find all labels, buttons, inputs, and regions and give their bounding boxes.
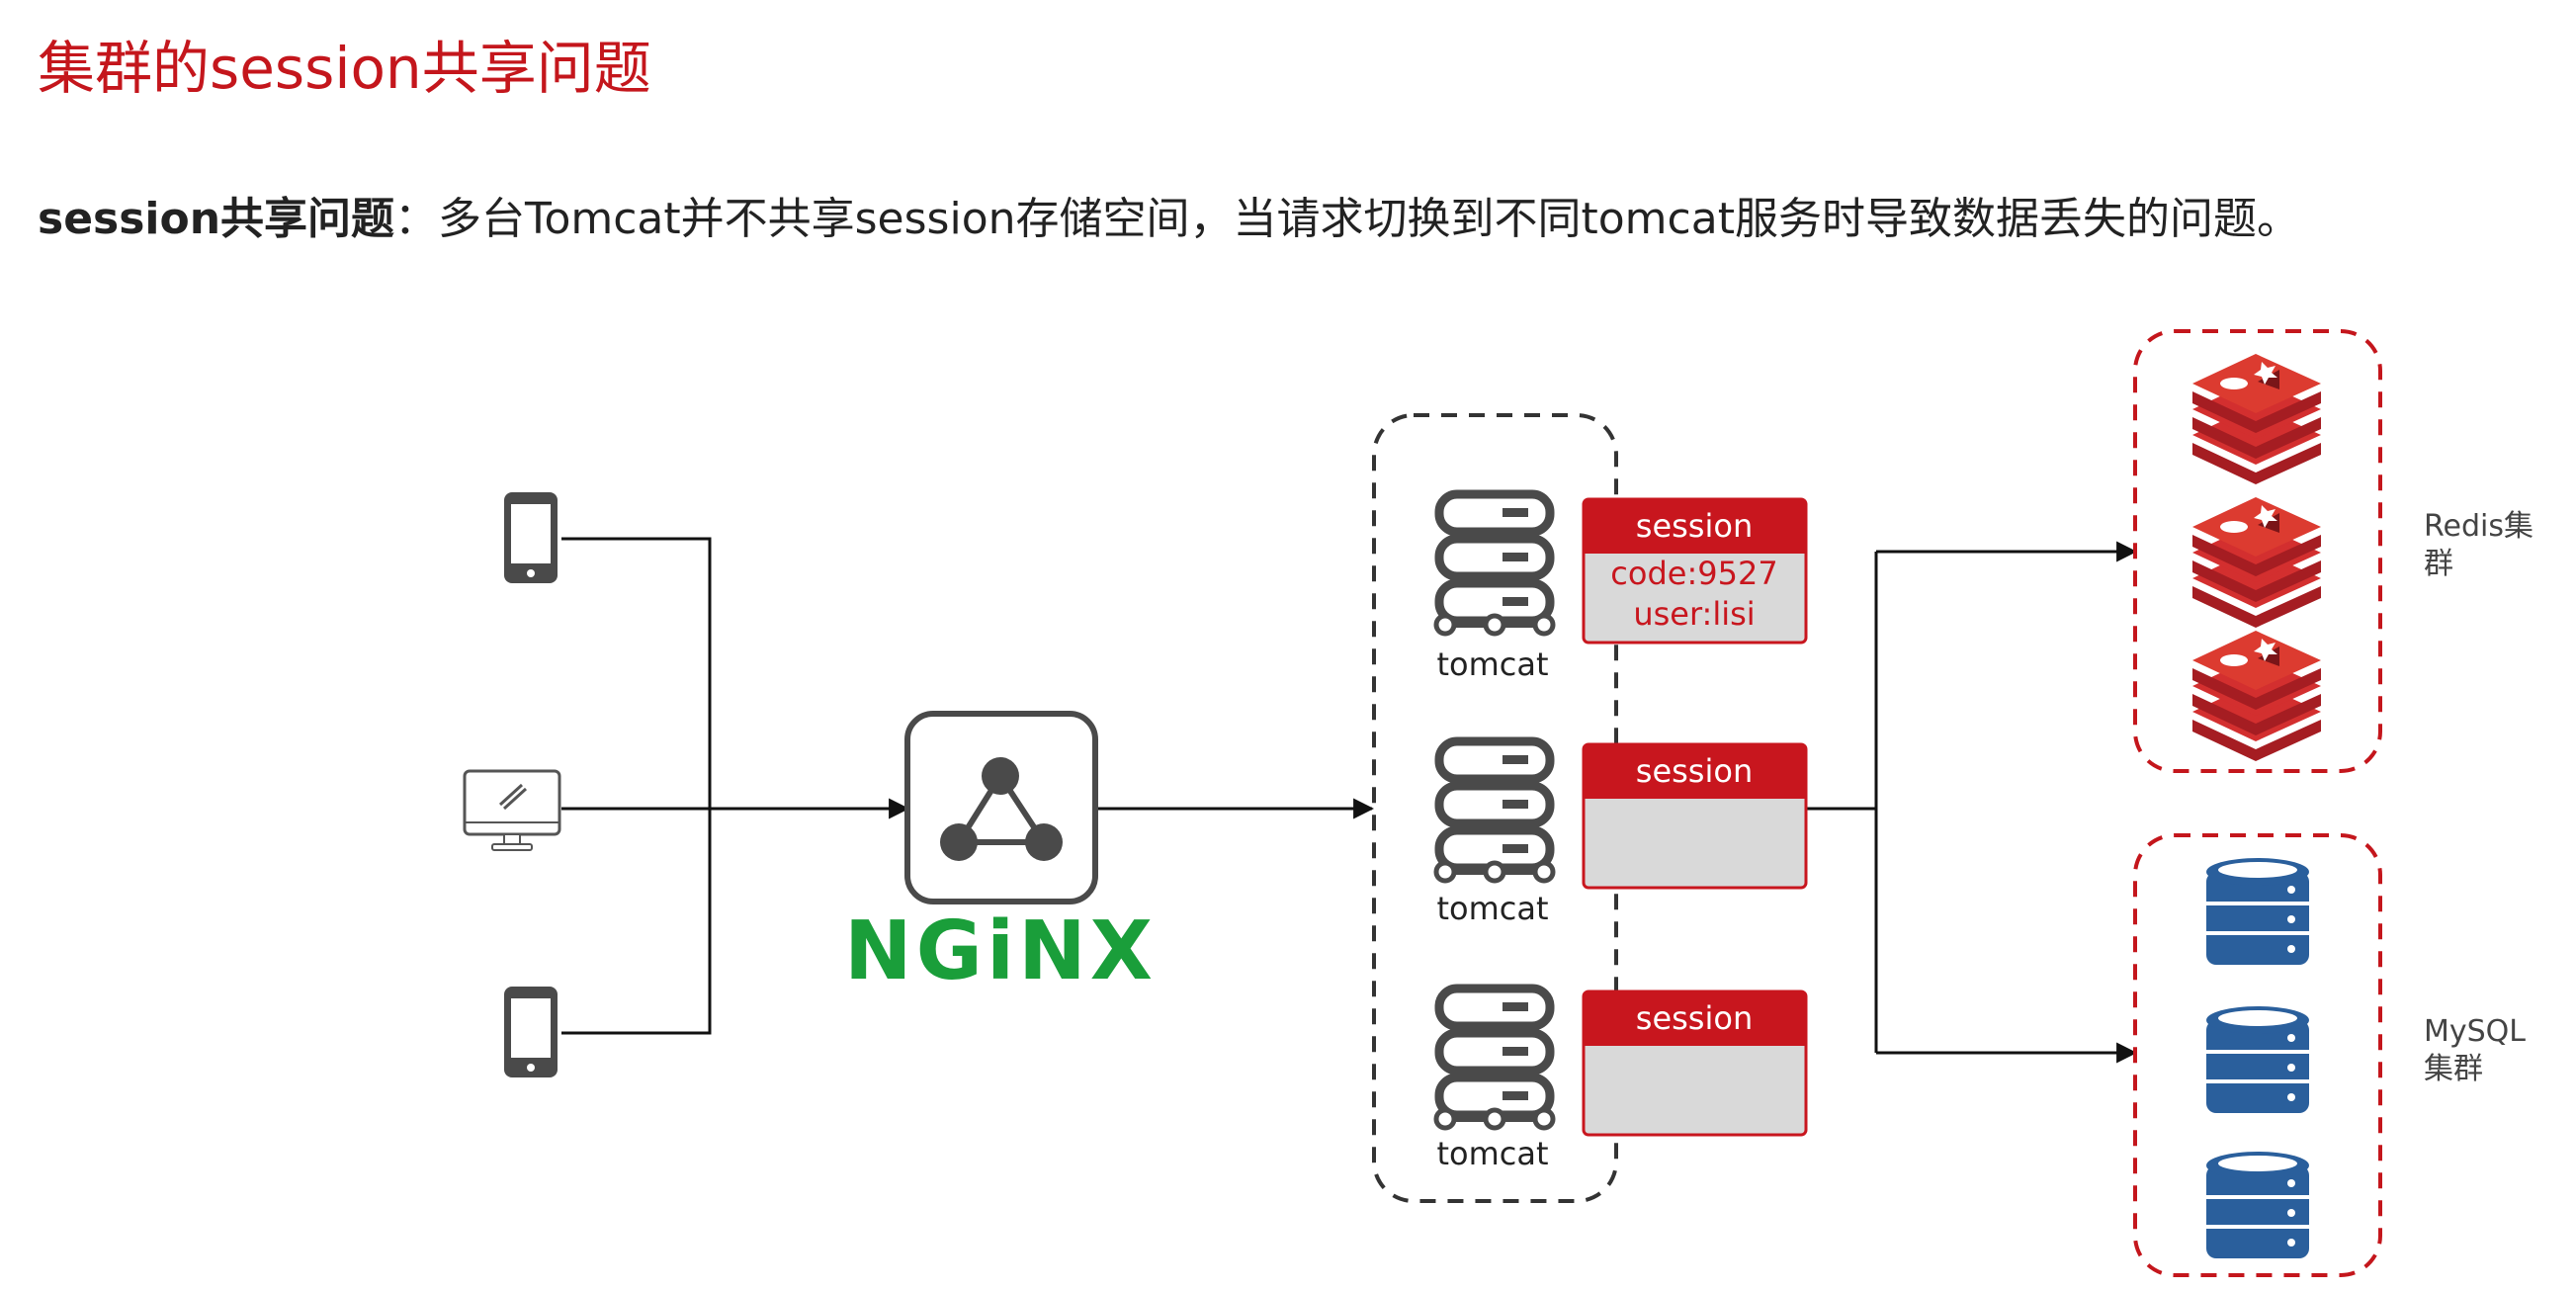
database-icon [2206, 1006, 2309, 1113]
session-box: session [1582, 742, 1808, 890]
tomcat-label: tomcat [1436, 646, 1548, 683]
redis-cluster-box [2133, 329, 2382, 773]
desktop-icon [463, 769, 561, 851]
database-icon [2206, 858, 2309, 965]
phone-icon [504, 987, 558, 1077]
connectors [561, 537, 2138, 1064]
redis-cluster-label: Redis集 [2424, 509, 2533, 544]
session-title: session [1636, 999, 1753, 1037]
session-title: session [1636, 507, 1753, 545]
description-separator: ： [394, 194, 439, 244]
tomcat-label: tomcat [1436, 1135, 1548, 1172]
page-title: 集群的session共享问题 [38, 35, 651, 102]
redis-cluster-label-cont: 群 [2424, 547, 2453, 581]
mysql-cluster-box [2133, 833, 2382, 1277]
phone-icon [504, 492, 558, 583]
nginx-logo: NGiNX [844, 904, 1157, 998]
description-bold: session共享问题 [38, 194, 395, 244]
session-line: code:9527 [1610, 555, 1777, 592]
mysql-cluster-label: MySQL [2424, 1014, 2526, 1049]
mysql-cluster-label-cont: 集群 [2424, 1052, 2483, 1086]
session-line: user:lisi [1633, 595, 1755, 633]
session-title: session [1636, 752, 1753, 790]
connector-session-split [1807, 552, 1878, 1053]
tomcat-server-icon [1433, 984, 1556, 1131]
redis-icon [2192, 497, 2321, 628]
connector-client1 [561, 537, 712, 1035]
database-icon [2206, 1152, 2309, 1258]
tomcat-label: tomcat [1436, 890, 1548, 927]
tomcat-server-icon [1433, 736, 1556, 884]
description: session共享问题：多台Tomcat并不共享session存储空间，当请求切… [38, 183, 2300, 246]
nginx-triangle-icon [904, 711, 1098, 904]
description-text: 多台Tomcat并不共享session存储空间，当请求切换到不同tomcat服务… [438, 194, 2300, 244]
session-box: session code:9527 user:lisi [1582, 497, 1808, 645]
tomcat-server-icon [1433, 489, 1556, 637]
redis-icon [2192, 354, 2321, 484]
redis-icon [2192, 631, 2321, 761]
session-box: session [1582, 990, 1808, 1137]
